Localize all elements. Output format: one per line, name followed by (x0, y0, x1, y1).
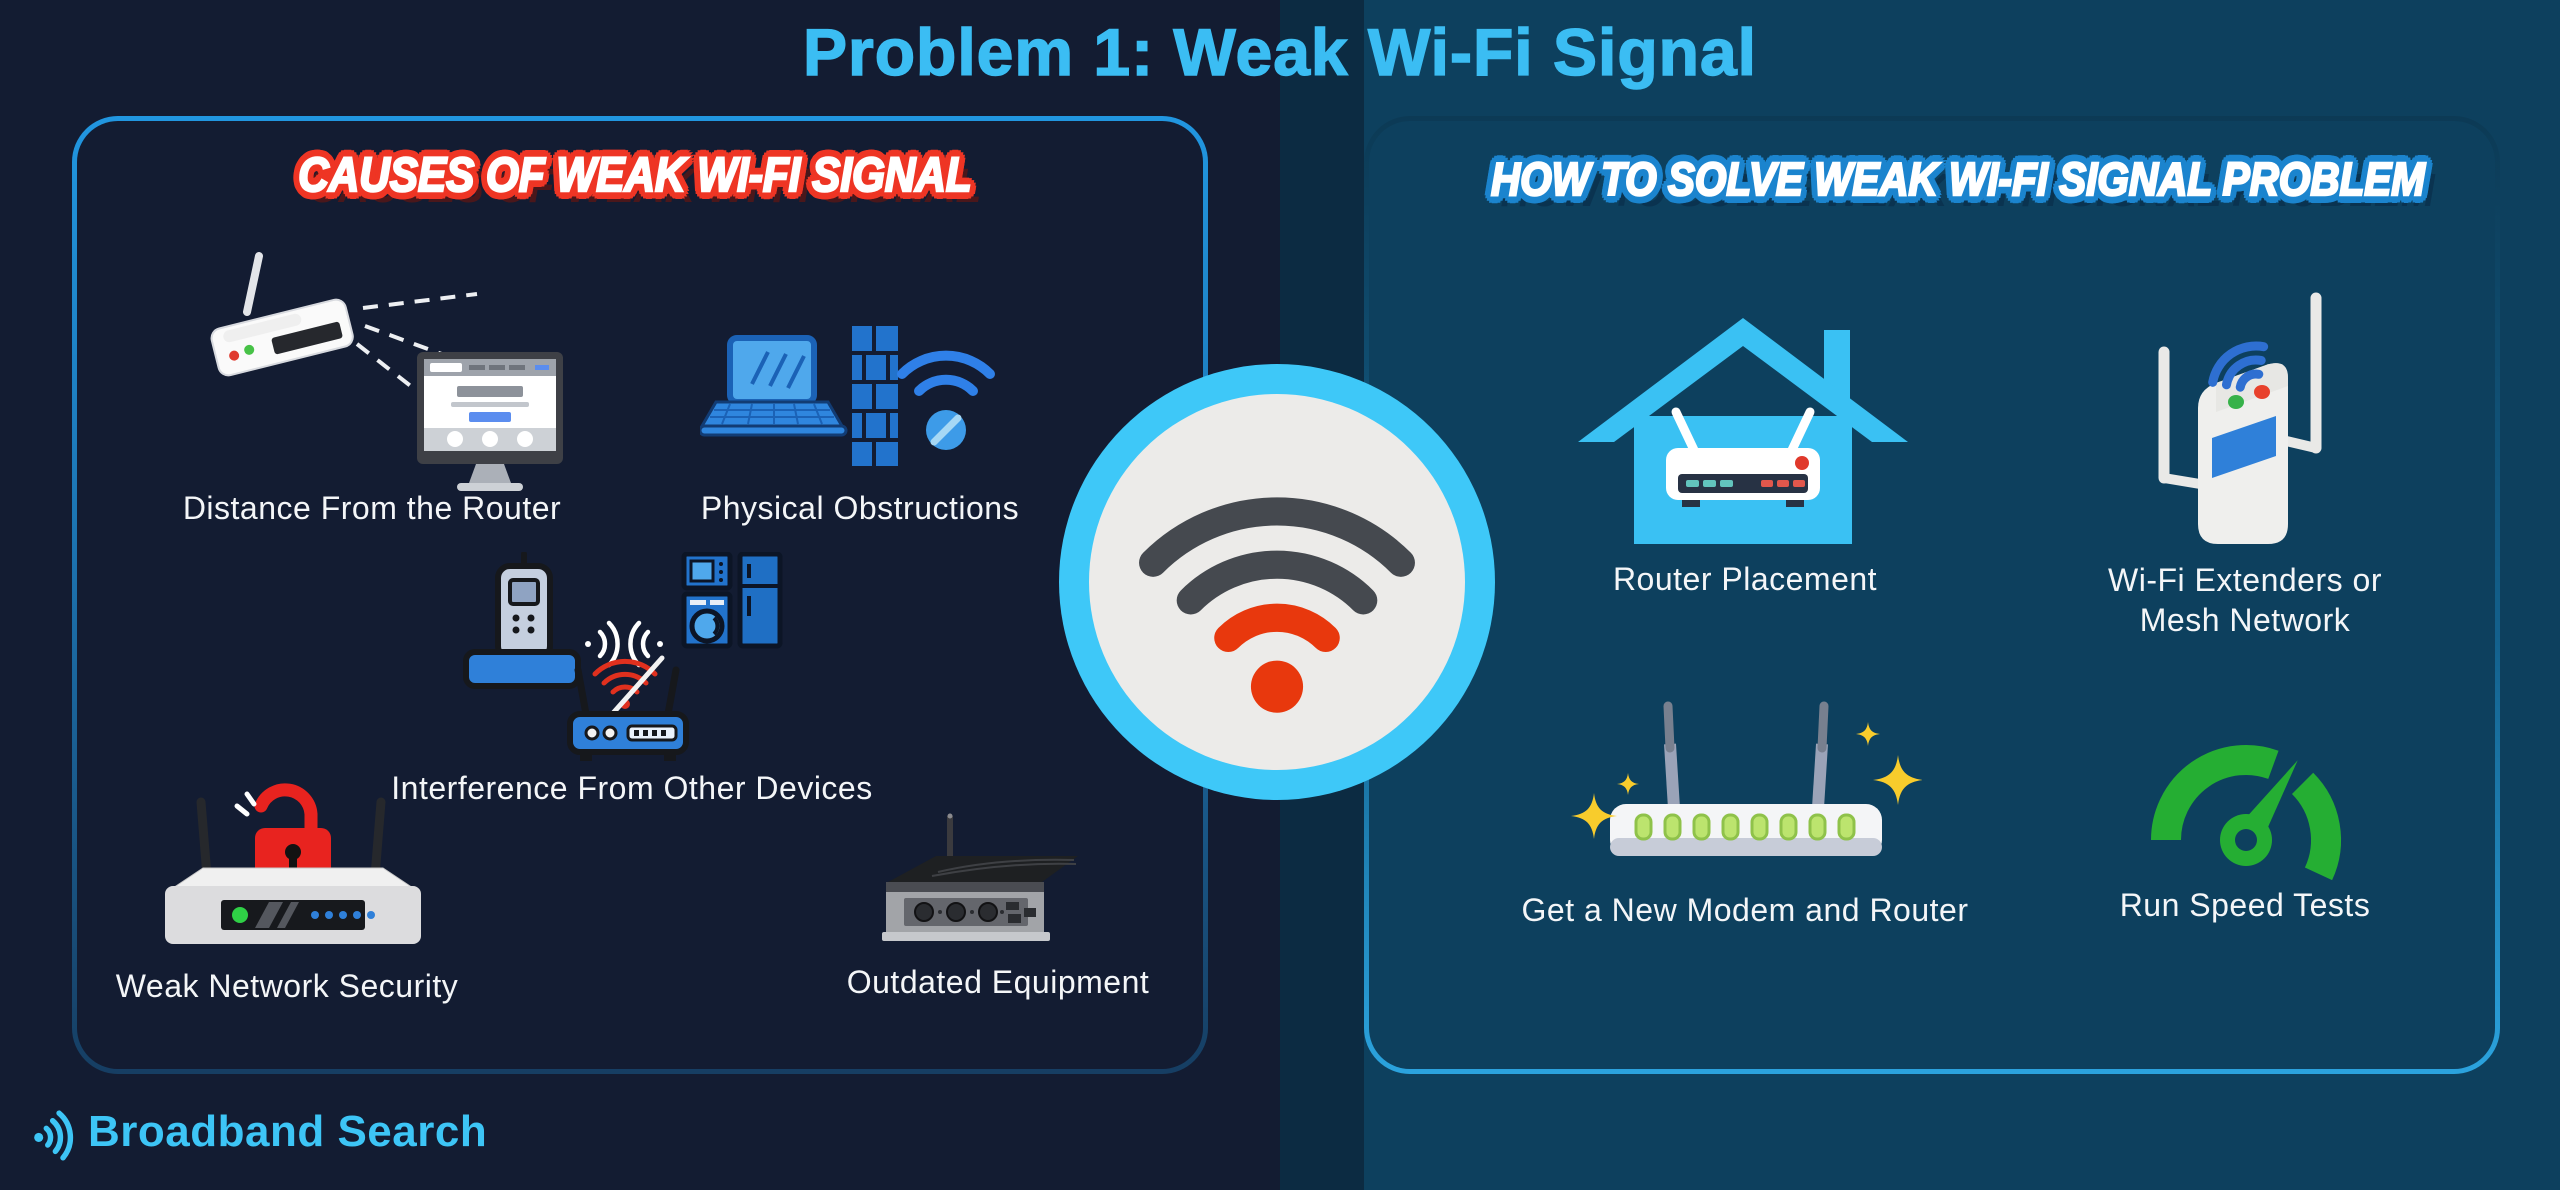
router-distance-icon (185, 252, 565, 502)
cause-label-interference: Interference From Other Devices (391, 770, 873, 806)
gauge-arc (2151, 744, 2341, 881)
blocked-wifi (897, 350, 995, 450)
old-modem-icon (878, 810, 1083, 945)
center-wifi-badge (1059, 364, 1495, 800)
laptop-wall-blocked-wifi-icon (700, 326, 1000, 466)
appliances (681, 552, 783, 649)
cause-label-security: Weak Network Security (115, 968, 459, 1004)
modem-base (1610, 838, 1882, 856)
modem-leds (1634, 813, 1856, 841)
solution-label-speedtest: Run Speed Tests (2119, 887, 2371, 923)
wifi-icon (1139, 497, 1415, 713)
cause-label-obstructions: Physical Obstructions (700, 490, 1020, 526)
solutions-heading: HOW TO SOLVE WEAK WI-FI SIGNAL PROBLEM (1490, 152, 2426, 207)
cause-label-outdated: Outdated Equipment (846, 964, 1150, 1000)
causes-heading: CAUSES OF WEAK WI-FI SIGNAL (297, 148, 973, 204)
cause-label-distance: Distance From the Router (182, 490, 562, 526)
extender-body (2198, 363, 2288, 544)
monitor (417, 352, 563, 491)
sparkles (1571, 722, 1922, 839)
cordless-phone (463, 552, 581, 689)
laptop (700, 335, 848, 437)
house-router-icon (1578, 296, 1908, 554)
white-router (210, 252, 354, 377)
broadband-wifi-icon (34, 1110, 74, 1161)
router-open-padlock-icon (143, 776, 443, 961)
page-title: Problem 1: Weak Wi-Fi Signal (802, 14, 1758, 90)
router-no-signal (567, 655, 689, 761)
roof (1578, 318, 1908, 442)
solution-label-placement: Router Placement (1612, 561, 1878, 597)
speedometer-icon (2146, 722, 2351, 882)
phone-appliances-router-interference-icon (452, 552, 802, 767)
silver-router (165, 867, 421, 944)
interference-waves (585, 620, 663, 668)
modem-antennas (1663, 701, 1829, 809)
brick-wall (852, 326, 898, 466)
new-router-sparkles-icon (1570, 696, 1922, 881)
solution-label-extenders: Wi-Fi Extenders or Mesh Network (2108, 562, 2382, 638)
extender-wifi-waves (2208, 341, 2269, 392)
solutions-panel (1364, 116, 2500, 1074)
broadband-search-logo: Broadband Search (26, 1100, 487, 1164)
router-in-house (1666, 407, 1820, 507)
logo-text: Broadband Search (88, 1107, 488, 1156)
wifi-extender-icon (2128, 286, 2358, 561)
solution-label-new-modem: Get a New Modem and Router (1521, 892, 1969, 928)
